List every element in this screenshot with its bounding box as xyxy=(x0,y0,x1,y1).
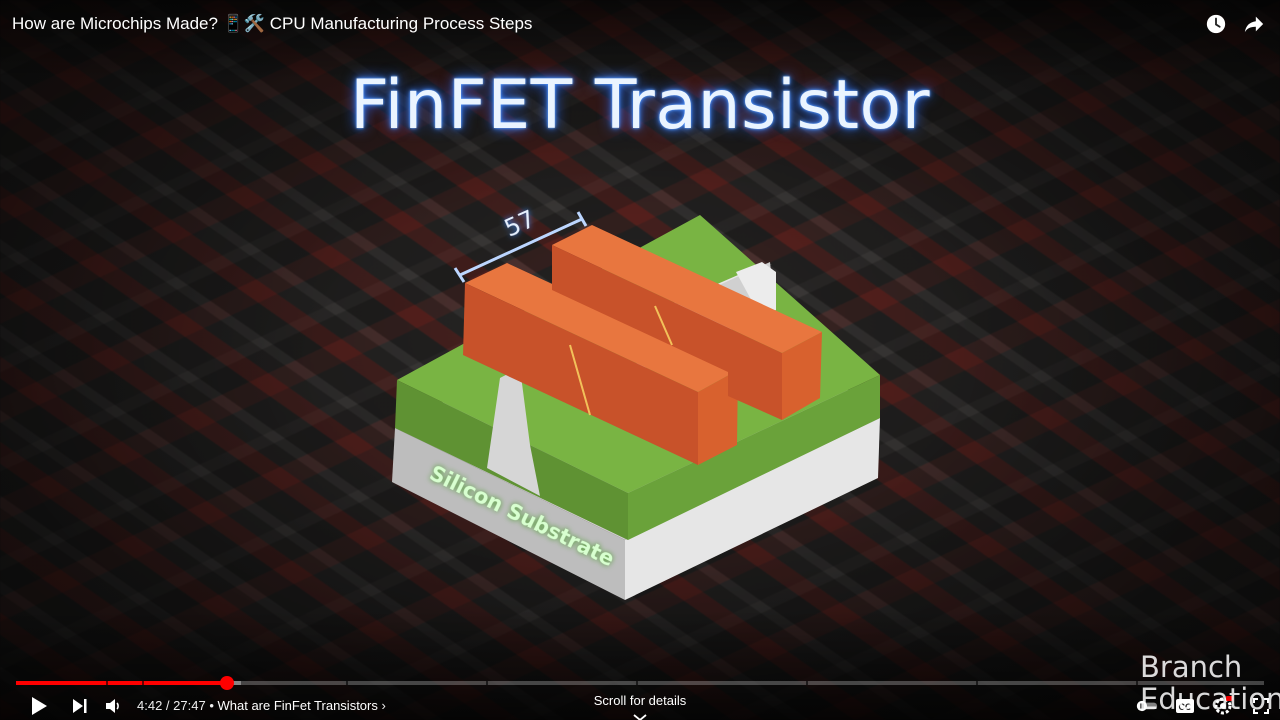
gate2-top xyxy=(552,225,822,353)
chapter-chevron-icon[interactable]: › xyxy=(381,698,386,713)
chapter-marker xyxy=(806,681,808,685)
watermark-line-1: Branch xyxy=(1140,650,1243,684)
next-track-icon[interactable] xyxy=(68,694,92,718)
svg-text:CC: CC xyxy=(1179,702,1192,712)
chapter-separator: • xyxy=(205,698,218,713)
progress-scrubber[interactable] xyxy=(219,676,234,690)
play-icon[interactable] xyxy=(27,694,51,718)
dimension-tick-left xyxy=(453,267,466,283)
chapter-marker xyxy=(636,681,638,685)
player-controls: 4:42 / 27:47 • What are FinFet Transisto… xyxy=(0,690,1280,720)
time-display: 4:42 / 27:47 • What are FinFet Transisto… xyxy=(137,698,386,713)
gate1-top xyxy=(465,263,738,392)
autoplay-toggle-icon[interactable] xyxy=(1136,696,1158,716)
progress-played xyxy=(16,681,227,685)
chapter-marker xyxy=(1136,681,1138,685)
gate1-left-face xyxy=(463,283,698,465)
gate2-right-face xyxy=(782,332,822,420)
chapter-title[interactable]: What are FinFet Transistors xyxy=(217,698,378,713)
chapter-marker xyxy=(346,681,348,685)
video-headline: FinFET Transistor xyxy=(349,66,931,145)
fullscreen-icon[interactable] xyxy=(1250,696,1272,716)
substrate-left-face xyxy=(392,428,625,600)
chapter-marker xyxy=(976,681,978,685)
total-time: 27:47 xyxy=(173,698,206,713)
top-right-actions xyxy=(1204,12,1266,36)
bottom-shade xyxy=(0,610,1280,720)
gate-oxide-line-2 xyxy=(654,305,673,346)
dimension-line xyxy=(459,217,583,277)
fin-back-top xyxy=(736,262,776,316)
clock-icon[interactable] xyxy=(1204,12,1228,36)
chapter-marker xyxy=(142,681,144,685)
progress-bar[interactable] xyxy=(16,676,1264,690)
chapter-marker xyxy=(106,681,108,685)
fin-front-face xyxy=(487,368,540,496)
video-title[interactable]: How are Microchips Made? 📱🛠️ CPU Manufac… xyxy=(12,14,533,33)
top-shade xyxy=(0,0,1280,80)
chapter-marker xyxy=(486,681,488,685)
cc-icon[interactable]: CC xyxy=(1174,696,1196,716)
dimension-tick-right xyxy=(576,211,588,227)
share-arrow-icon[interactable] xyxy=(1242,12,1266,36)
current-time: 4:42 xyxy=(137,698,163,713)
volume-icon[interactable] xyxy=(101,694,125,718)
channel-watermark[interactable]: Branch Education xyxy=(1138,650,1280,716)
right-controls: CC xyxy=(1136,696,1272,716)
substrate-right-face xyxy=(625,418,880,600)
time-separator: / xyxy=(162,698,174,713)
gear-icon[interactable] xyxy=(1212,696,1234,716)
scroll-for-details[interactable]: Scroll for details xyxy=(593,693,687,708)
progress-track xyxy=(16,681,1264,685)
oxide-right-face xyxy=(628,375,880,540)
watermark-line-2: Education xyxy=(1140,682,1280,716)
chevron-down-icon[interactable] xyxy=(633,709,647,720)
dimension-label: 57 xyxy=(500,205,539,243)
gate-oxide-line-1 xyxy=(569,344,591,416)
